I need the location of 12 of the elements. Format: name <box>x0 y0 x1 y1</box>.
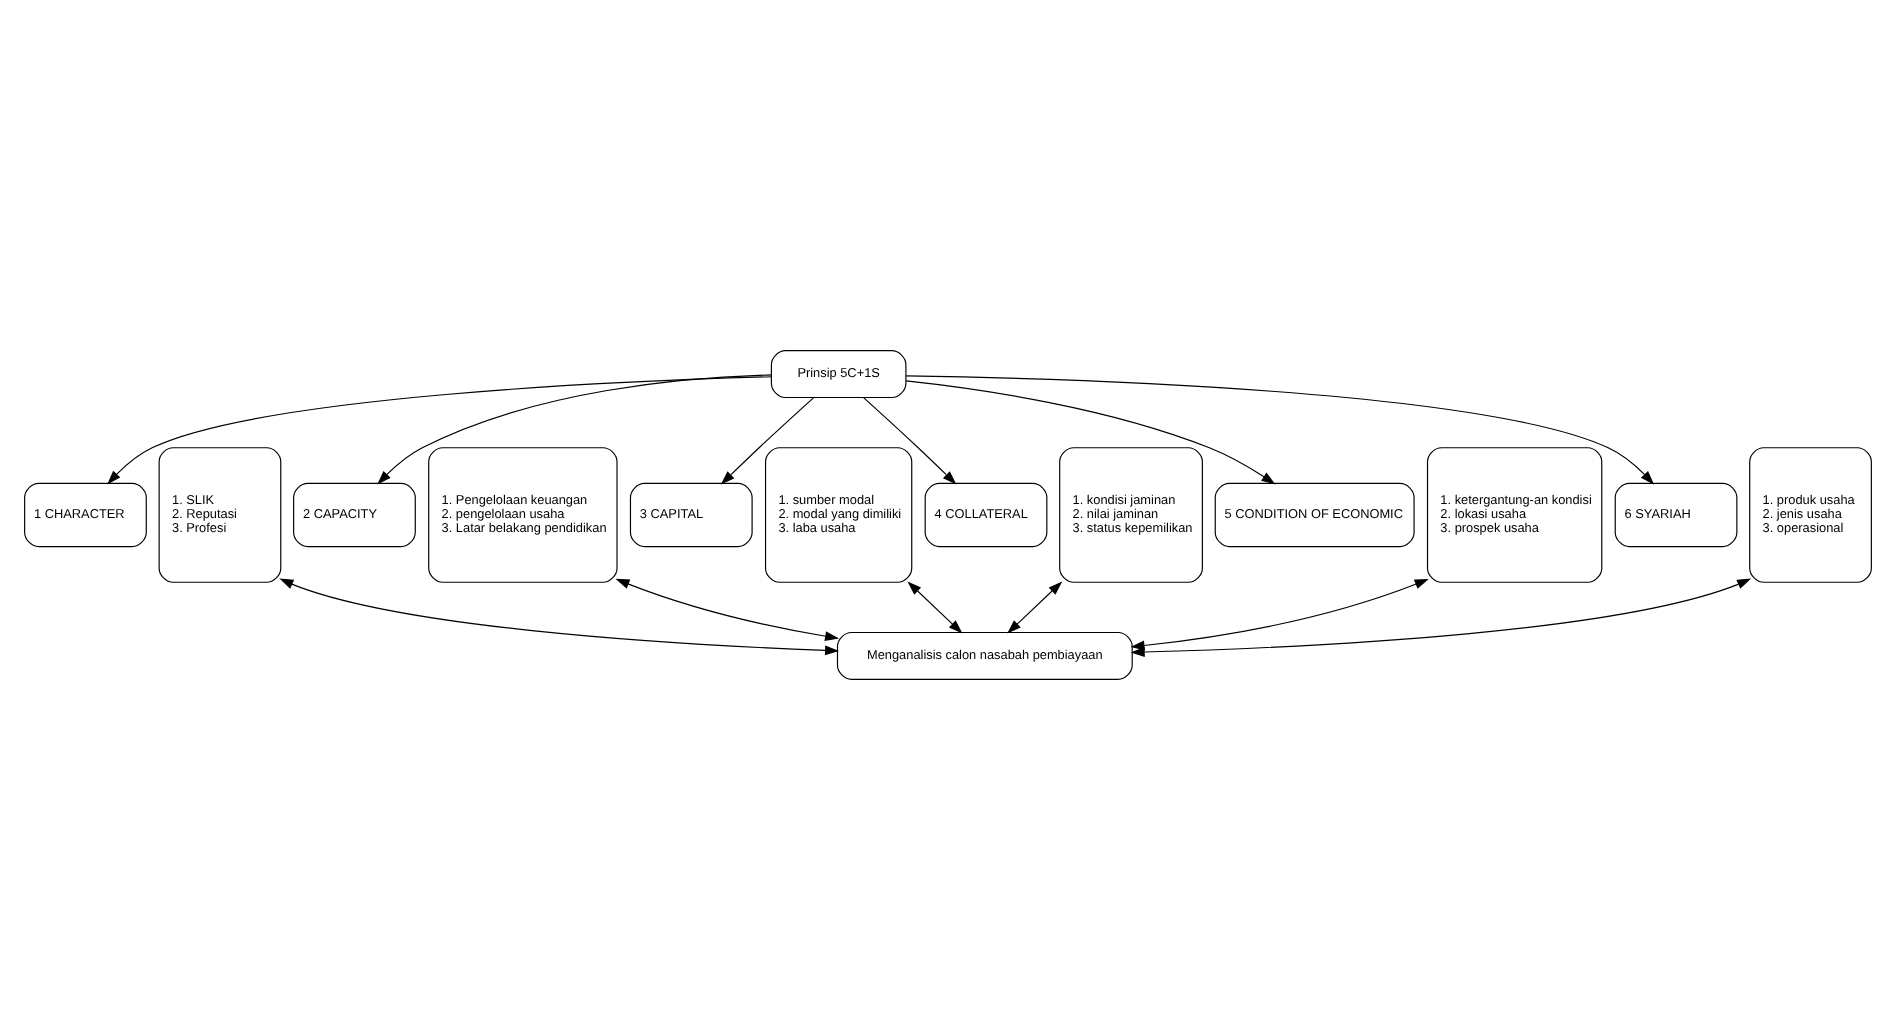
arrow <box>1007 580 1063 633</box>
arrow <box>905 379 1276 484</box>
arrow <box>615 577 840 641</box>
arrow <box>107 375 772 484</box>
arrow <box>1130 577 1752 656</box>
arrow <box>862 396 957 484</box>
arrow <box>905 374 1655 484</box>
arrow <box>377 373 772 484</box>
arrow <box>907 580 963 633</box>
arrow <box>720 396 815 484</box>
arrow <box>279 577 840 655</box>
arrow <box>1130 577 1429 650</box>
